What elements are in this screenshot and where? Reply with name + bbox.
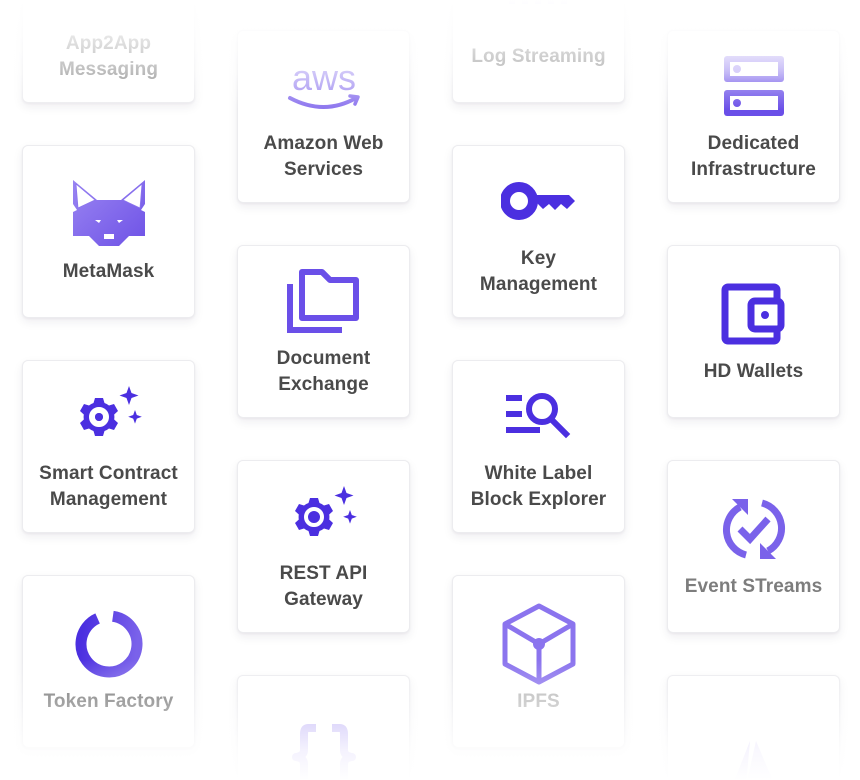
card-label: Amazon Web Services bbox=[263, 132, 384, 180]
card-label: Key Management bbox=[479, 247, 598, 295]
metamask-fox-icon bbox=[64, 179, 154, 249]
wallet-icon bbox=[709, 279, 799, 349]
card-label: REST API Gateway bbox=[279, 562, 368, 610]
card-log-streaming[interactable]: Log Streaming bbox=[452, 0, 625, 103]
card-peak-logo[interactable] bbox=[667, 675, 840, 780]
card-metamask[interactable]: MetaMask bbox=[22, 145, 195, 318]
card-event-streams[interactable]: Event STreams bbox=[667, 460, 840, 633]
cube-icon bbox=[494, 603, 584, 684]
card-token-factory[interactable]: Token Factory bbox=[22, 575, 195, 748]
ring-icon bbox=[64, 609, 154, 679]
card-app2app-messaging[interactable]: App2App Messaging bbox=[22, 0, 195, 103]
sync-check-icon bbox=[709, 494, 799, 564]
gear-sparkle-icon bbox=[279, 481, 369, 551]
card-dedicated-infrastructure[interactable]: Dedicated Infrastructure bbox=[667, 30, 840, 203]
card-label: Dedicated Infrastructure bbox=[691, 132, 816, 180]
card-white-label-block-explorer[interactable]: White Label Block Explorer bbox=[452, 360, 625, 533]
server-icon bbox=[709, 51, 799, 121]
card-label: White Label Block Explorer bbox=[470, 462, 607, 510]
card-hd-wallets[interactable]: HD Wallets bbox=[667, 245, 840, 418]
card-smart-contract-management[interactable]: Smart Contract Management bbox=[22, 360, 195, 533]
card-label: Token Factory bbox=[43, 690, 174, 712]
curly-braces-icon bbox=[279, 722, 369, 780]
card-document-exchange[interactable]: Document Exchange bbox=[237, 245, 410, 418]
card-curly-braces[interactable] bbox=[237, 675, 410, 780]
card-label: Log Streaming bbox=[471, 45, 606, 67]
card-rest-api-gateway[interactable]: REST API Gateway bbox=[237, 460, 410, 633]
aws-logo-icon: aws bbox=[279, 51, 369, 121]
card-label: Document Exchange bbox=[276, 347, 371, 395]
card-label: Event STreams bbox=[684, 575, 823, 597]
card-label: HD Wallets bbox=[703, 360, 804, 382]
key-icon bbox=[494, 166, 584, 236]
gear-sparkle-icon bbox=[64, 381, 154, 451]
svg-text:aws: aws bbox=[291, 57, 355, 98]
list-search-icon bbox=[494, 381, 584, 451]
peak-logo-icon bbox=[709, 740, 799, 780]
card-label: Smart Contract Management bbox=[39, 462, 178, 510]
folder-stack-icon bbox=[279, 266, 369, 336]
log-lines-icon bbox=[494, 0, 584, 34]
card-label: App2App Messaging bbox=[58, 32, 159, 80]
card-label: MetaMask bbox=[62, 260, 155, 282]
messaging-icon bbox=[64, 0, 154, 21]
card-label: IPFS bbox=[517, 690, 560, 712]
card-key-management[interactable]: Key Management bbox=[452, 145, 625, 318]
card-ipfs[interactable]: IPFS bbox=[452, 575, 625, 748]
card-amazon-web-services[interactable]: aws Amazon Web Services bbox=[237, 30, 410, 203]
